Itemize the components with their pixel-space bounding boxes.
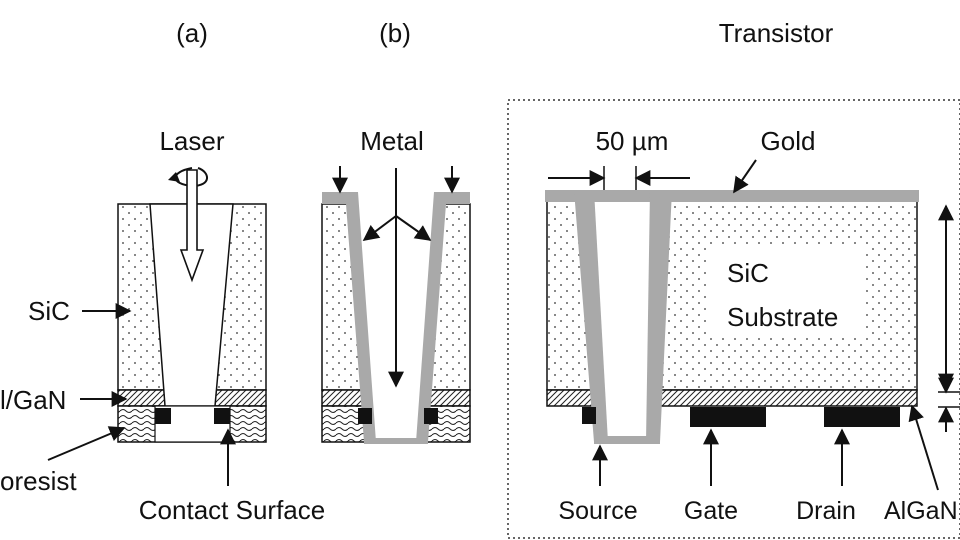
panel-b-metal-right: [416, 192, 470, 442]
panel-b-metal-bottom: [364, 438, 428, 444]
drain-label: Drain: [796, 497, 856, 525]
metal-label: Metal: [360, 126, 424, 156]
panel-a-algan-label: l/GaN: [0, 385, 66, 415]
photoresist-label: oresist: [0, 466, 77, 496]
substrate-label-line1: SiC: [727, 258, 769, 288]
laser-label: Laser: [159, 126, 224, 156]
gate-contact: [690, 407, 766, 427]
photoresist-pointer-arrow: [47, 426, 126, 461]
transistor-algan-pointer-arrow: [908, 404, 939, 491]
panel-b-title: (b): [379, 18, 411, 48]
panel-a-title: (a): [176, 18, 208, 48]
rotation-arrowhead-icon: [168, 172, 180, 182]
panel-b: Metal: [321, 126, 471, 444]
gold-pointer-arrow: [733, 159, 757, 194]
sic-label: SiC: [28, 296, 70, 326]
contact-surface-label: Contact Surface: [139, 495, 325, 525]
metal-spread-right-arrow: [395, 215, 432, 241]
source-label: Source: [558, 497, 637, 525]
panel-a-contact-right: [214, 408, 230, 424]
transistor-panel: SiC Substrate 50 µm Gold Source Gate Dra…: [507, 99, 960, 539]
panel-b-contact-right: [424, 408, 438, 424]
gold-layer: [545, 190, 919, 202]
gold-label: Gold: [761, 126, 816, 156]
panel-b-contact-left: [358, 408, 372, 424]
transistor-title: Transistor: [719, 18, 834, 48]
substrate-label-line2: Substrate: [727, 302, 838, 332]
panel-a-contact-left: [155, 408, 171, 424]
gold-via-wall-left: [574, 190, 608, 442]
drain-contact: [824, 407, 900, 427]
transistor-algan-label: AlGaN: [884, 497, 958, 525]
dimension-label: 50 µm: [596, 126, 669, 156]
transistor-dotted-frame: [507, 99, 960, 539]
metal-spread-left-arrow: [362, 215, 397, 241]
gold-via-wall-right: [646, 190, 672, 442]
gate-label: Gate: [684, 497, 738, 525]
substrate-label-box: [706, 246, 866, 338]
gold-via-bottom: [594, 436, 660, 444]
laser-beam-arrow-icon: [179, 169, 205, 283]
panel-b-metal-left: [322, 192, 376, 442]
source-contact: [582, 407, 596, 424]
panel-a: Laser SiC l/GaN oresist Contact Surface: [0, 126, 325, 525]
